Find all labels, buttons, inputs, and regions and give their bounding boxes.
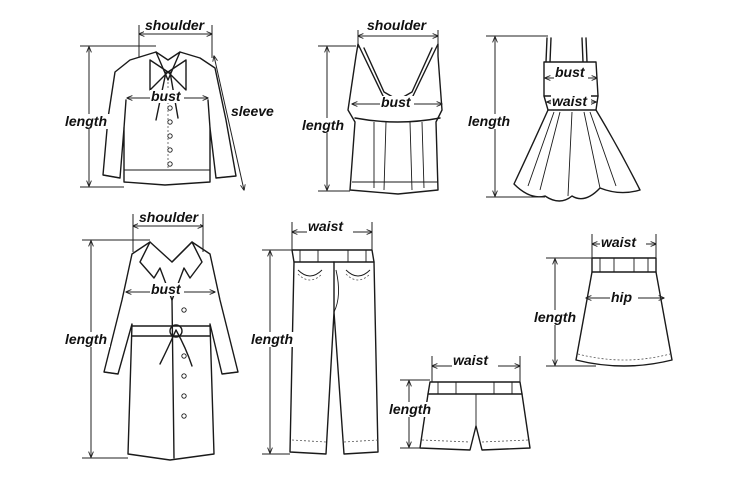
- blouse-bust-label: bust: [151, 88, 182, 104]
- jeans-length-label: length: [251, 331, 293, 347]
- jeans-waist-label: waist: [308, 218, 344, 234]
- dress-waist-label: waist: [552, 93, 588, 109]
- coat-shoulder-label: shoulder: [139, 209, 200, 225]
- skirt-hip-label: hip: [611, 289, 632, 305]
- blouse-length-label: length: [65, 113, 107, 129]
- tank-top-shoulder-label: shoulder: [367, 17, 428, 33]
- tank-top-length-label: length: [302, 117, 344, 133]
- tank-top-bust-label: bust: [381, 94, 412, 110]
- skirt-figure: waist hip length: [533, 234, 673, 367]
- blouse-figure: shoulder bust sleeve length: [64, 17, 274, 190]
- coat-length-label: length: [65, 331, 107, 347]
- dress-bust-label: bust: [555, 64, 586, 80]
- shorts-figure: waist length: [388, 352, 531, 451]
- tank-top-figure: shoulder bust length: [301, 17, 443, 195]
- skirt-waist-label: waist: [601, 234, 637, 250]
- coat-buttons: [181, 307, 187, 419]
- coat-bust-label: bust: [151, 281, 182, 297]
- shorts-waist-label: waist: [453, 352, 489, 368]
- dress-length-label: length: [468, 113, 510, 129]
- skirt-length-label: length: [534, 309, 576, 325]
- dress-figure: length bust waist: [467, 35, 641, 202]
- coat-figure: shoulder bust length: [64, 209, 239, 461]
- jeans-figure: waist length: [250, 218, 379, 455]
- blouse-sleeve-label: sleeve: [231, 103, 274, 119]
- blouse-shoulder-label: shoulder: [145, 17, 206, 33]
- shorts-length-label: length: [389, 401, 431, 417]
